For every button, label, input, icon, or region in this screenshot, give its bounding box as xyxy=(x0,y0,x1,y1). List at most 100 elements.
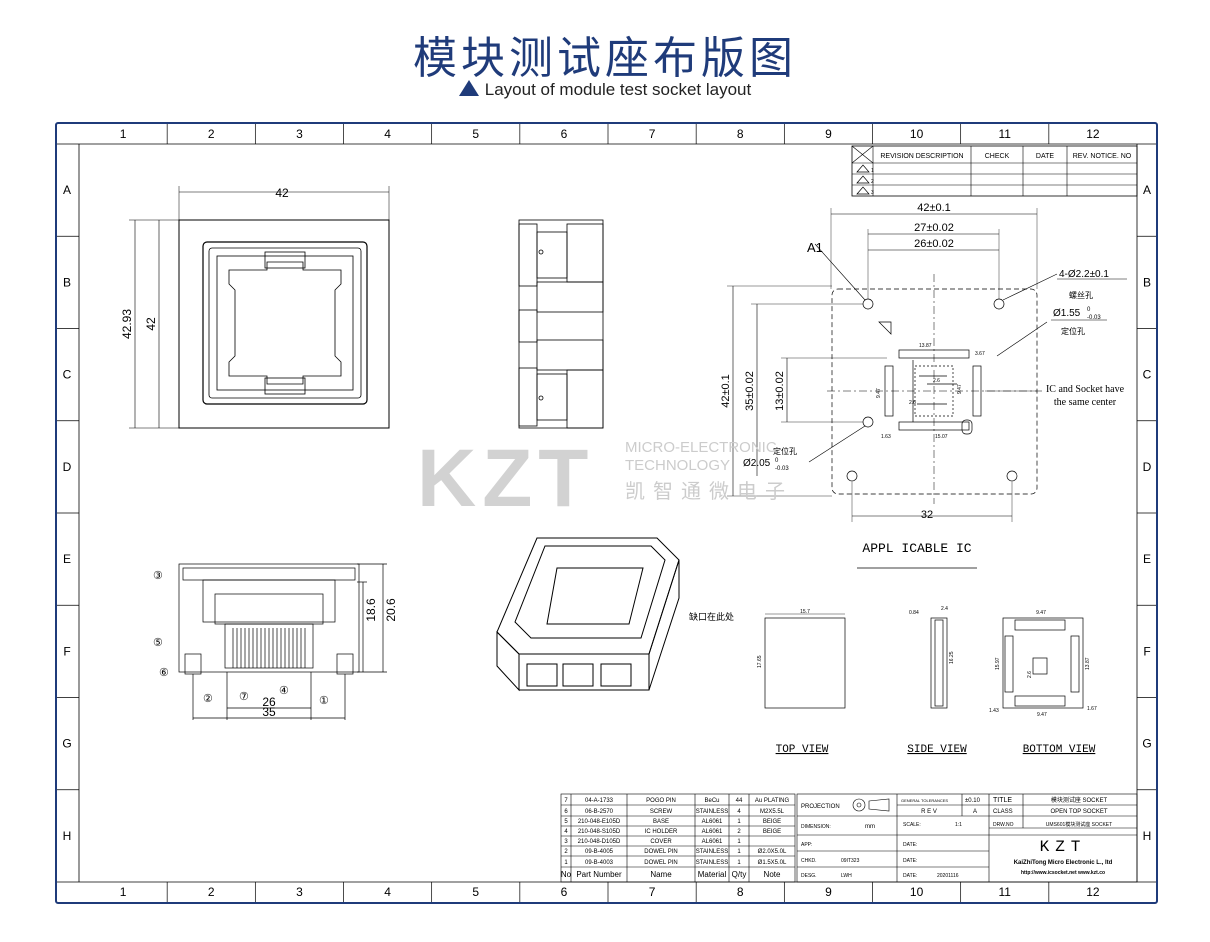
screw-hole-note: 螺丝孔 xyxy=(1069,290,1093,300)
tb-date-lbl-2: DATE: xyxy=(903,858,917,864)
bom-cell: 4 xyxy=(564,829,568,835)
grid-col-bottom-1: 1 xyxy=(120,885,127,899)
grid-col-top-9: 9 xyxy=(825,127,832,141)
bom-cell: 5 xyxy=(564,819,568,825)
rev-header-desc: REVISION DESCRIPTION xyxy=(880,153,963,160)
grid-row-right-E: E xyxy=(1143,552,1151,566)
dim-hole155: Ø1.55 xyxy=(1053,308,1081,319)
bom-cell: 1 xyxy=(737,860,741,866)
tb-dim-val: mm xyxy=(865,824,875,830)
bom-cell: 1 xyxy=(737,819,741,825)
ic-side-w1: 0.84 xyxy=(909,610,919,616)
bom-cell: 6 xyxy=(564,809,568,815)
watermark-logo: KZT xyxy=(417,433,594,524)
grid-col-bottom-5: 5 xyxy=(472,885,479,899)
tb-scale-lbl: SCALE: xyxy=(903,822,921,828)
bom-cell: Ø2.0X5.0L xyxy=(758,849,787,855)
grid-row-left-E: E xyxy=(63,552,71,566)
rev-row-3: 3 xyxy=(871,190,874,196)
bom-header-cell: Material xyxy=(698,870,727,879)
watermark-line3: 凯智通微电子 xyxy=(625,480,793,503)
bom-cell: STAINLESS xyxy=(696,809,729,815)
bom-cell: DOWEL PIN xyxy=(644,849,677,855)
grid-col-top-1: 1 xyxy=(120,127,127,141)
rev-header-check: CHECK xyxy=(985,153,1010,160)
tb-rev-lbl: R E V xyxy=(921,809,937,815)
tb-title-val: 模块测试座 SOCKET xyxy=(1051,796,1108,804)
bom-cell: 1 xyxy=(737,839,741,845)
grid-col-top-12: 12 xyxy=(1086,127,1100,141)
grid-col-top-3: 3 xyxy=(296,127,303,141)
dim-26a: 2.6 xyxy=(933,378,940,384)
tb-general-tol: GENERAL TOLERANCES xyxy=(901,798,948,803)
dim-42: 42±0.1 xyxy=(917,202,951,214)
grid-col-top-5: 5 xyxy=(472,127,479,141)
grid-row-left-C: C xyxy=(63,368,72,382)
socket-top-view xyxy=(129,186,390,429)
socket-side-view xyxy=(518,219,604,429)
dim-hole155-tol0: 0 xyxy=(1087,307,1091,313)
pcb-dimensions: 42±0.1 27±0.02 26±0.02 A1 4-Ø2.2±0.1 螺丝孔… xyxy=(720,202,1127,521)
dim-367: 3.67 xyxy=(975,351,985,357)
kzt-watermark: KZT MICRO-ELECTRONIC TECHNOLOGY 凯智通微电子 xyxy=(417,433,793,524)
bom-header-cell: Name xyxy=(650,870,672,879)
center-note-1: IC and Socket have xyxy=(1046,384,1125,395)
bom-cell: Ø1.5X5.0L xyxy=(758,860,787,866)
callout-6: ⑥ xyxy=(159,667,169,679)
bom-cell: 44 xyxy=(736,798,743,804)
grid-col-top-11: 11 xyxy=(999,127,1012,141)
ic-top-label: TOP VIEW xyxy=(776,744,829,756)
tb-chk-lbl: CHKD. xyxy=(801,858,817,864)
grid-row-left-B: B xyxy=(63,275,71,289)
label-a1: A1 xyxy=(807,240,823,255)
grid-col-top-6: 6 xyxy=(561,127,568,141)
tb-dsgn-val: LWH xyxy=(841,873,852,879)
bom-header-cell: Note xyxy=(764,870,781,879)
tb-tol-val: ±0.10 xyxy=(965,798,981,804)
bom-cell: STAINLESS xyxy=(696,860,729,866)
bom-cell: BEIGE xyxy=(763,819,781,825)
bom-cell: 210-048-E105D xyxy=(578,819,621,825)
grid-row-right-H: H xyxy=(1143,829,1152,843)
dim-side-w2: 35 xyxy=(262,705,276,719)
rev-header-date: DATE xyxy=(1036,153,1054,160)
ic-top-w: 15.7 xyxy=(800,609,810,615)
grid-col-bottom-11: 11 xyxy=(999,885,1012,899)
bom-cell: 1 xyxy=(737,849,741,855)
tb-web: http://www.icsocket.net www.kzt.co xyxy=(1021,870,1105,876)
dim-1387: 13.87 xyxy=(919,343,932,349)
grid-row-right-A: A xyxy=(1143,183,1151,197)
dim-13: 13±0.02 xyxy=(774,371,786,411)
dim-32: 32 xyxy=(921,509,933,521)
bom-cell: 3 xyxy=(564,839,568,845)
dim-35: 35±0.02 xyxy=(744,371,756,411)
dim-top-height-inner: 42 xyxy=(144,317,158,331)
callout-5: ⑤ xyxy=(153,637,163,649)
ic-top-h: 17.65 xyxy=(757,655,763,668)
dim-26: 26±0.02 xyxy=(914,238,954,250)
title-block-text: PROJECTION GENERAL TOLERANCES ±0.10 TITL… xyxy=(801,796,1113,879)
bom-header-cell: No xyxy=(561,870,572,879)
grid-row-left-G: G xyxy=(62,737,71,751)
ic-bottom-h2: 13.87 xyxy=(1085,657,1091,670)
tb-company: KaiZhiTong Micro Electronic L., ltd xyxy=(1014,860,1113,866)
dim-hole205: Ø2.05 xyxy=(743,458,771,469)
grid-row-left-H: H xyxy=(63,829,72,843)
ic-bottom-label: BOTTOM VIEW xyxy=(1023,744,1096,756)
grid-row-right-B: B xyxy=(1143,275,1151,289)
bom-cell: 210-048-S105D xyxy=(578,829,621,835)
rev-header-notice: REV. NOTICE. NO xyxy=(1073,153,1132,160)
ic-bottom-view xyxy=(1002,617,1084,709)
tb-title-lbl: TITLE xyxy=(993,797,1012,804)
tb-app-lbl: APP: xyxy=(801,842,812,848)
dim-27: 27±0.02 xyxy=(914,222,954,234)
dim-26b: 2.6 xyxy=(909,400,916,406)
dim-side-w1: 26 xyxy=(262,695,276,709)
grid-row-left-A: A xyxy=(63,183,71,197)
bom-cell: POGO PIN xyxy=(646,798,676,804)
tb-drw-val: UMS601模块测试座 SOCKET xyxy=(1046,821,1112,828)
bom-cell: M2X5.5L xyxy=(760,809,785,815)
bom-cell: BeCu xyxy=(704,798,719,804)
